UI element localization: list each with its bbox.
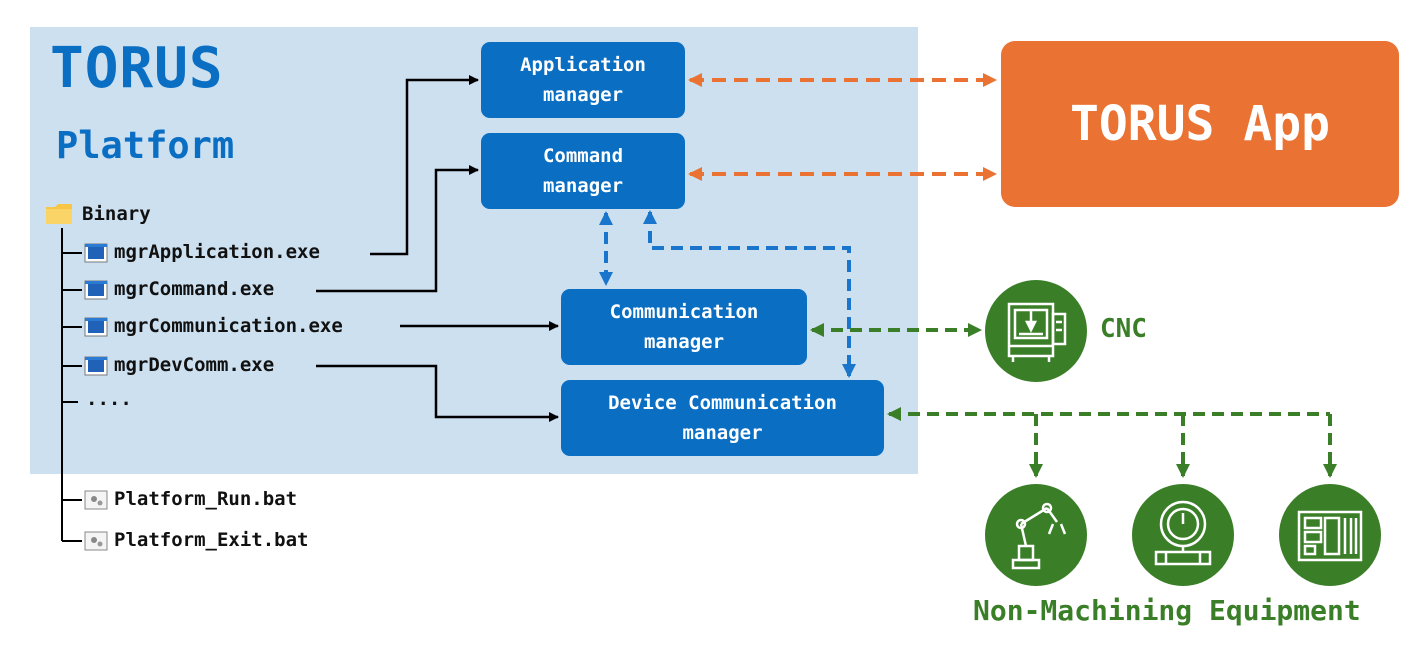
- file-mgr-devcomm[interactable]: mgrDevComm.exe: [114, 354, 275, 376]
- file-platform-run[interactable]: Platform_Run.bat: [114, 488, 298, 510]
- bat-file-icon: [84, 490, 108, 510]
- internal-links: [599, 210, 856, 378]
- exe-file-icon: [84, 243, 108, 263]
- cnc-machine-icon: [1007, 302, 1067, 362]
- torus-app-label: TORUS App: [1069, 96, 1331, 152]
- file-tree-lines: [61, 228, 82, 542]
- robot-arm-circle[interactable]: [985, 484, 1087, 586]
- equipment-links: [810, 323, 1337, 478]
- exe-file-icon: [84, 356, 108, 376]
- platform-subtitle: Platform: [56, 124, 235, 167]
- application-manager-node[interactable]: Application manager: [481, 42, 685, 118]
- exe-file-icon: [84, 317, 108, 337]
- communication-manager-node[interactable]: Communication manager: [561, 289, 807, 365]
- app-links: [688, 73, 997, 181]
- exe-file-icon: [84, 280, 108, 300]
- device-communication-manager-label: Device Communication manager: [608, 392, 837, 444]
- bat-file-icon: [84, 531, 108, 551]
- communication-manager-label: Communication manager: [609, 301, 759, 353]
- file-mgr-command[interactable]: mgrCommand.exe: [114, 278, 275, 300]
- torus-app-node[interactable]: TORUS App: [1001, 41, 1399, 207]
- cnc-circle[interactable]: [985, 280, 1087, 382]
- robot-arm-icon: [1011, 502, 1067, 570]
- platform-title: TORUS: [50, 36, 224, 101]
- file-mgr-communication[interactable]: mgrCommunication.exe: [114, 315, 343, 337]
- exe-to-manager-arrows: [316, 75, 559, 422]
- control-panel-icon: [1297, 510, 1363, 562]
- folder-icon: [46, 204, 72, 224]
- pressure-gauge-circle[interactable]: [1132, 484, 1234, 586]
- file-platform-exit[interactable]: Platform_Exit.bat: [114, 529, 309, 551]
- command-manager-label: Command manager: [542, 145, 624, 197]
- command-manager-node[interactable]: Command manager: [481, 133, 685, 209]
- control-panel-circle[interactable]: [1279, 484, 1381, 586]
- device-communication-manager-node[interactable]: Device Communication manager: [561, 380, 884, 456]
- application-manager-label: Application manager: [520, 54, 646, 106]
- file-mgr-application[interactable]: mgrApplication.exe: [114, 241, 320, 263]
- cnc-label: CNC: [1100, 314, 1147, 344]
- file-more-ellipsis: ....: [86, 388, 132, 410]
- pressure-gauge-icon: [1154, 500, 1212, 566]
- non-machining-label: Non-Machining Equipment: [973, 594, 1361, 627]
- folder-label: Binary: [82, 203, 151, 225]
